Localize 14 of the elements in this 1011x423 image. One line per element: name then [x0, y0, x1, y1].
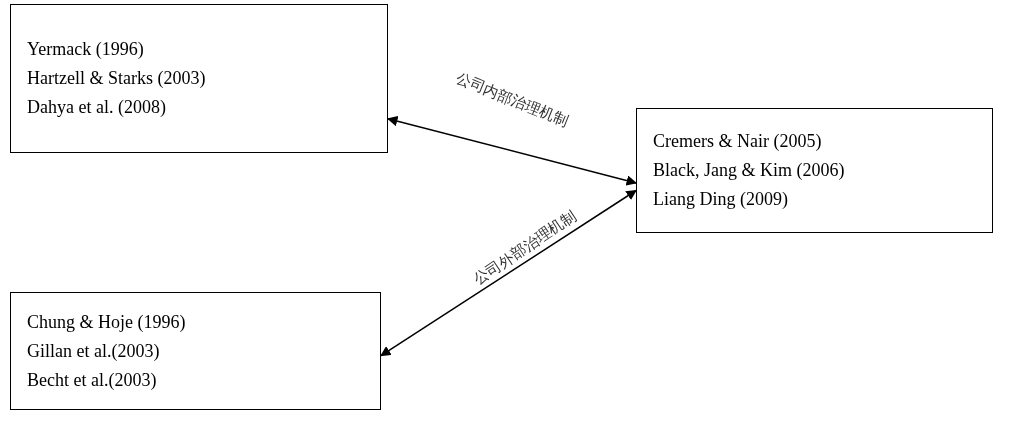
- citation-text: Black, Jang & Kim (2006): [653, 160, 846, 181]
- reference-box: [636, 108, 993, 233]
- citation-text: Chung & Hoje (1996): [27, 311, 187, 333]
- citation-text: Liang Ding (2009): [653, 189, 789, 210]
- citation-text: Gillan et al.(2003): [27, 340, 161, 362]
- citation-text: Hartzell & Starks (2003): [27, 68, 207, 89]
- reference-box: [10, 292, 381, 410]
- citation-text: Becht et al.(2003): [27, 369, 158, 391]
- citation-text: Dahya et al. (2008): [27, 97, 167, 118]
- citation-text: Cremers & Nair (2005): [653, 131, 823, 152]
- citation-text: Yermack (1996): [27, 39, 145, 60]
- reference-box: [10, 4, 388, 153]
- double-arrow: [380, 189, 637, 357]
- double-arrow: [387, 116, 637, 186]
